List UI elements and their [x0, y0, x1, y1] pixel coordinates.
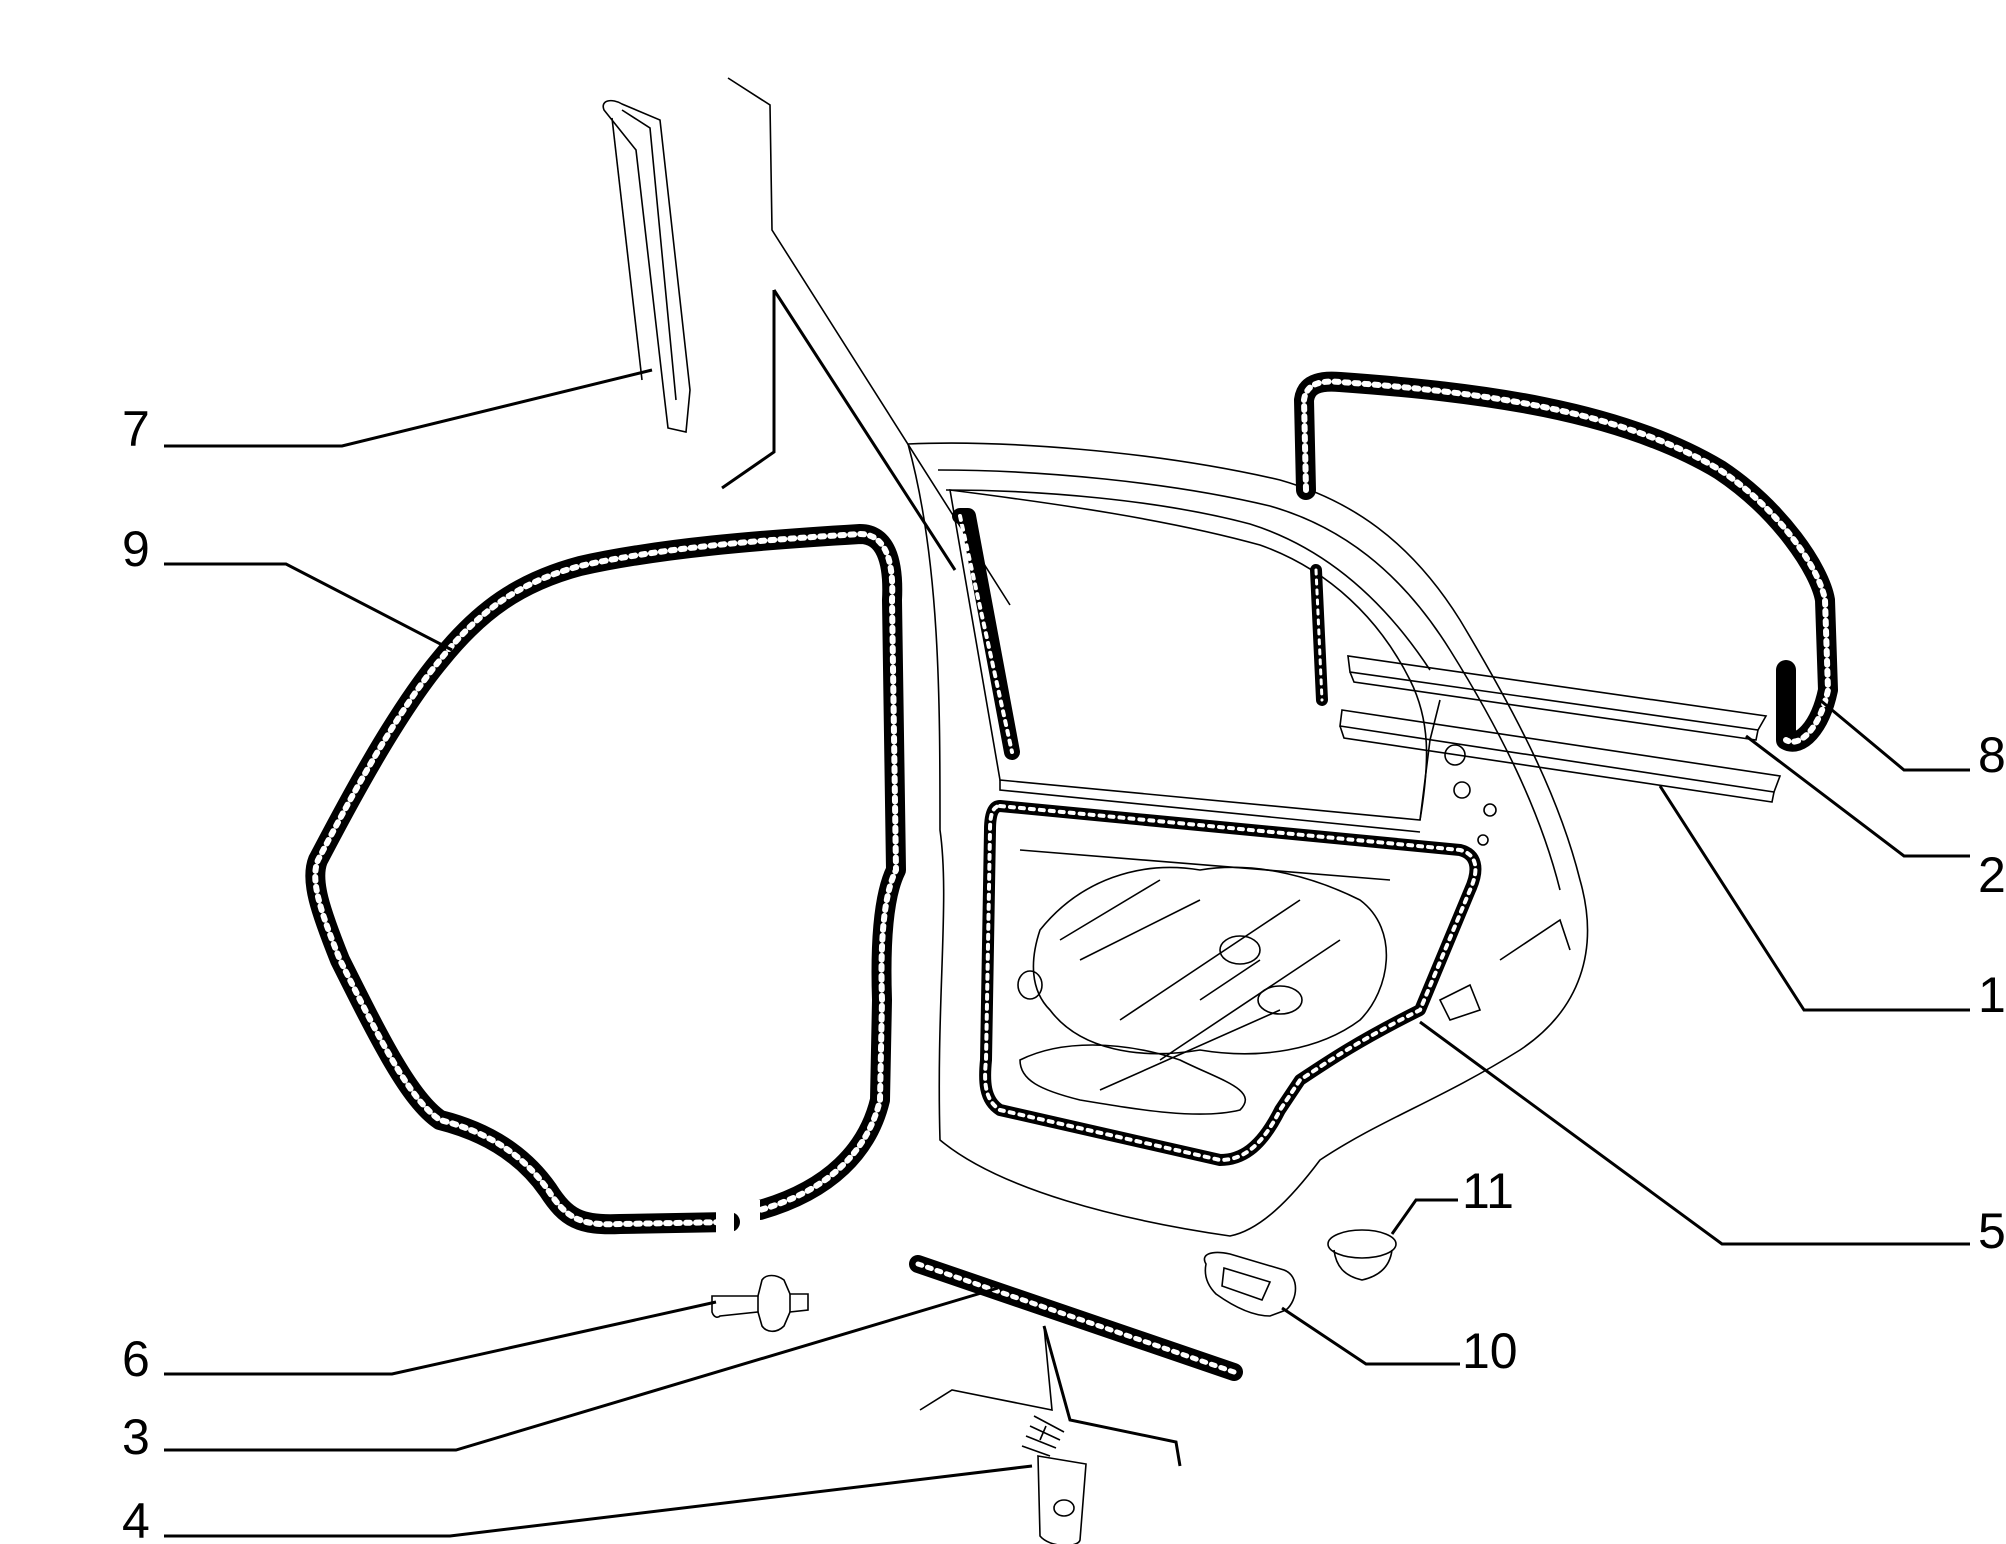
leader-7: [164, 368, 653, 448]
door-body: [906, 442, 1589, 1237]
leader-3: [164, 1286, 999, 1452]
callout-8: 8: [1978, 727, 2006, 783]
part-7-channel-strip[interactable]: [602, 99, 691, 433]
callout-5: 5: [1978, 1203, 2006, 1259]
part-3-sill-strip[interactable]: [909, 1255, 1243, 1381]
callout-9: 9: [122, 521, 150, 577]
leader-9: [164, 562, 453, 652]
part-10-plug[interactable]: [1203, 1251, 1297, 1317]
callout-11: 11: [1462, 1163, 1514, 1219]
callout-labels: 7 9 8 2 1 5 11 10 6 3 4: [122, 401, 2006, 1544]
pillar-seal: [952, 508, 1020, 760]
part-1-inner-belt-strip[interactable]: [1339, 709, 1782, 803]
leader-4: [164, 1464, 1033, 1538]
callout-6: 6: [122, 1331, 150, 1387]
leader-5: [1419, 1020, 1970, 1246]
part-5-inner-panel-seal[interactable]: [979, 800, 1482, 1166]
leader-10: [1281, 1306, 1460, 1366]
callout-3: 3: [122, 1409, 150, 1465]
leader-11: [1390, 1198, 1458, 1235]
part-2-outer-belt-strip[interactable]: [1347, 655, 1768, 741]
leader-6: [164, 1300, 717, 1376]
part-8-window-seal[interactable]: [1294, 371, 1838, 752]
part-9-door-seal[interactable]: [305, 524, 906, 1236]
callout-7: 7: [122, 401, 150, 457]
callout-1: 1: [1978, 967, 2006, 1023]
leader-2: [1745, 734, 1970, 858]
part-4-clip[interactable]: [1021, 1415, 1087, 1544]
part-11-cap[interactable]: [1327, 1229, 1397, 1281]
leader-lines: [164, 368, 1970, 1538]
leader-1: [1658, 785, 1970, 1012]
part-6-fastener-pin[interactable]: [711, 1274, 809, 1333]
assembly-bracket-lower: [919, 1325, 1182, 1467]
callout-4: 4: [122, 1493, 150, 1544]
callout-2: 2: [1978, 847, 2006, 903]
leader-8: [1819, 698, 1970, 772]
callout-10: 10: [1462, 1323, 1518, 1379]
